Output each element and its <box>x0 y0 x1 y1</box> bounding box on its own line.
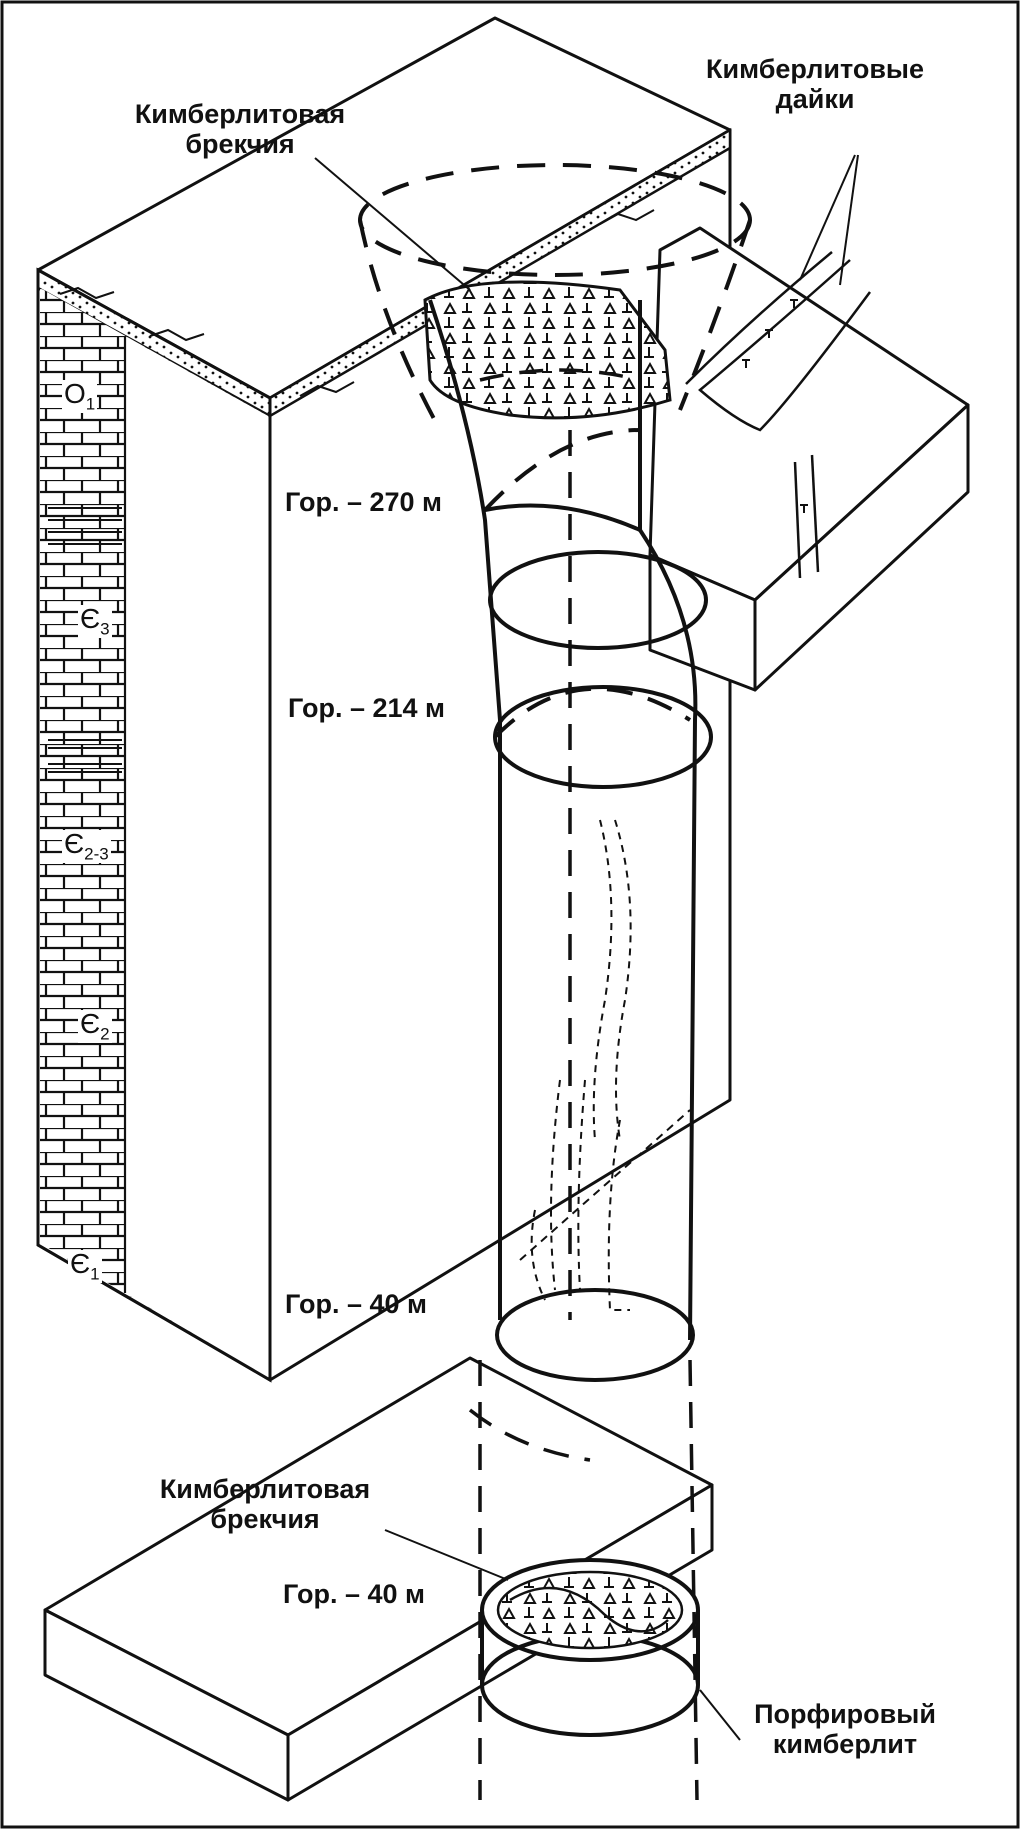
dikes-line1: Кимберлитовые <box>706 54 924 84</box>
pipe-right-wall <box>638 300 698 1341</box>
dikes-label: Кимберлитовые дайки <box>690 54 940 114</box>
porphyry-line1: Порфировый <box>754 1699 936 1729</box>
strata-e3-sub: 3 <box>100 619 110 639</box>
strata-e23-label: Є2-3 <box>62 830 111 863</box>
strata-e2-symbol: Є <box>80 1008 101 1039</box>
level-40-upper-label: Гор. – 40 м <box>285 1289 427 1319</box>
breccia-upper-line1: Кимберлитовая <box>134 99 346 129</box>
strata-e3-symbol: Є <box>80 603 101 634</box>
strata-e1-symbol: Є <box>70 1248 91 1279</box>
level-214-label: Гор. – 214 м <box>288 693 445 723</box>
breccia-lower-label: Кимберлитовая брекчия <box>130 1474 400 1534</box>
breccia-upper-line2: брекчия <box>185 128 295 159</box>
strata-e1-label: Є1 <box>68 1250 102 1283</box>
strata-e2-label: Є2 <box>78 1010 112 1043</box>
strata-o1-label: O1 <box>62 378 98 414</box>
strata-e2-sub: 2 <box>100 1024 110 1044</box>
strata-e1-sub: 1 <box>90 1264 100 1284</box>
dike-block <box>648 226 970 692</box>
breccia-upper-label: Кимберлитовая брекчия <box>105 99 375 159</box>
dikes-line2: дайки <box>775 83 855 114</box>
crater-breccia <box>423 280 672 420</box>
level-40-lower-label: Гор. – 40 м <box>283 1579 425 1609</box>
breccia-lower-line2: брекчия <box>210 1503 320 1534</box>
porphyry-line2: кимберлит <box>772 1728 918 1759</box>
breccia-lower-line1: Кимберлитовая <box>159 1474 371 1504</box>
strata-e3-label: Є3 <box>78 605 112 638</box>
porphyry-label: Порфировый кимберлит <box>720 1699 970 1759</box>
strata-o1-symbol: O <box>64 378 86 409</box>
strata-o1-sub: 1 <box>85 394 96 414</box>
level-270-label: Гор. – 270 м <box>285 487 442 517</box>
strata-e23-symbol: Є <box>64 828 85 859</box>
strata-e23-sub: 2-3 <box>84 844 109 864</box>
pipe-left-wall <box>428 299 502 1320</box>
